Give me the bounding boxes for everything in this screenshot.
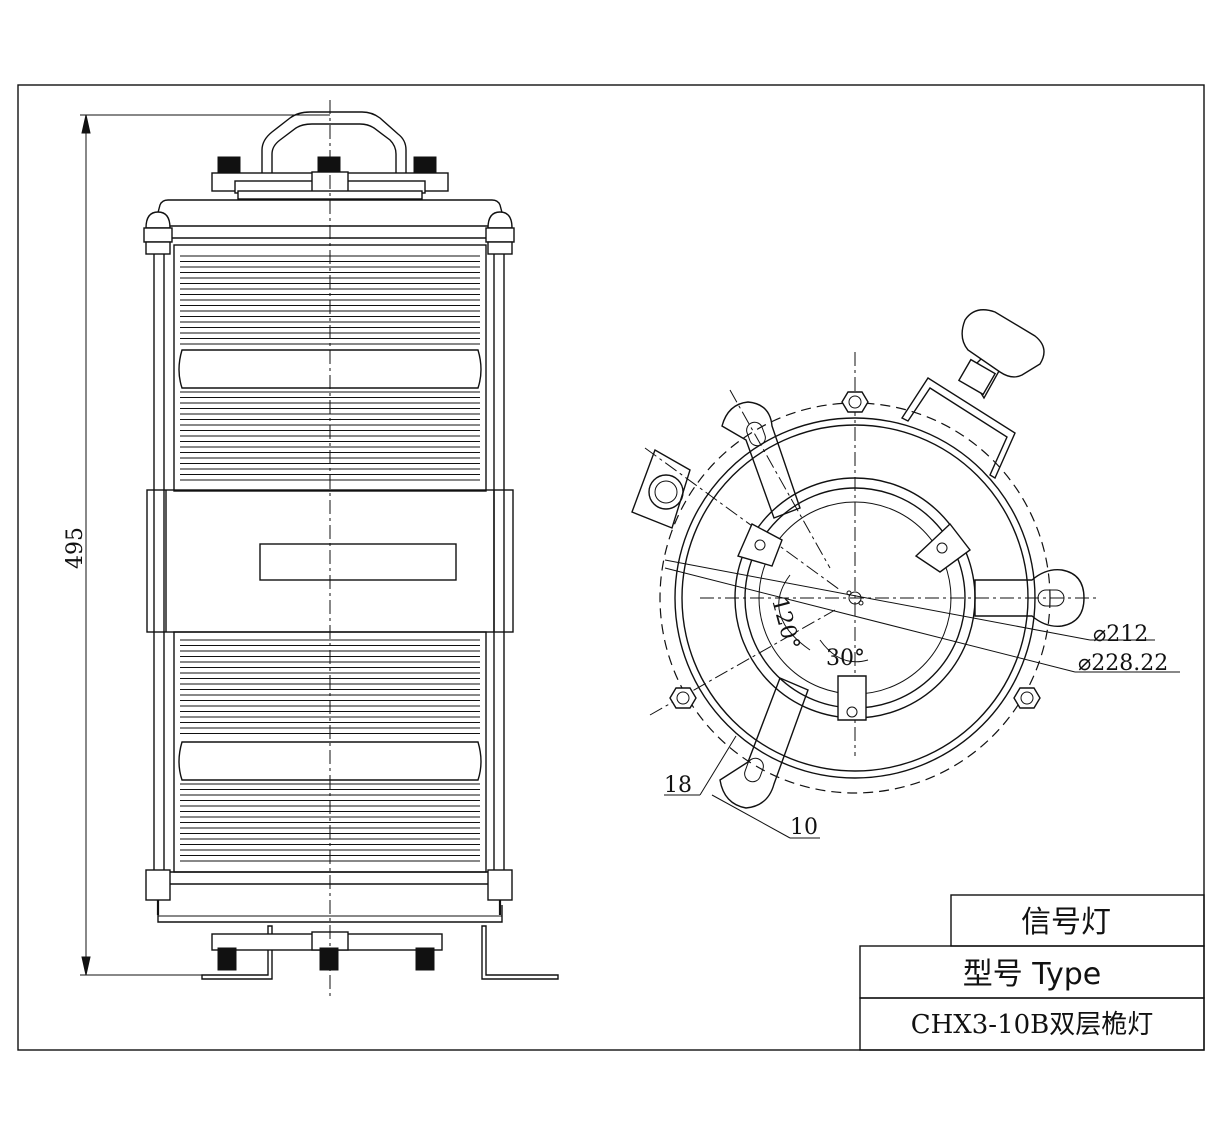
dia-212-dimension: ⌀212 [1093,622,1148,647]
slot-18-dimension: 18 [664,773,692,798]
title-model: CHX3-10B双层桅灯 [911,1010,1154,1040]
slot-10-dimension: 10 [790,815,818,840]
title-name: 信号灯 [1021,905,1111,940]
side-view: 495 [63,100,559,1000]
angle-120-dimension: 120° [766,595,804,653]
dia-228-dimension: ⌀228.22 [1078,651,1168,676]
hex-bolt-top [841,391,869,413]
hex-bolt-left [669,687,697,709]
angle-30-dimension: 30° [826,646,865,671]
height-dimension: 495 [63,527,88,569]
title-block [859,894,1205,1051]
drawing-border [17,84,1205,1051]
title-type-label: 型号 Type [963,957,1101,992]
top-view [631,309,1180,839]
hex-bolt-right [1013,687,1041,709]
